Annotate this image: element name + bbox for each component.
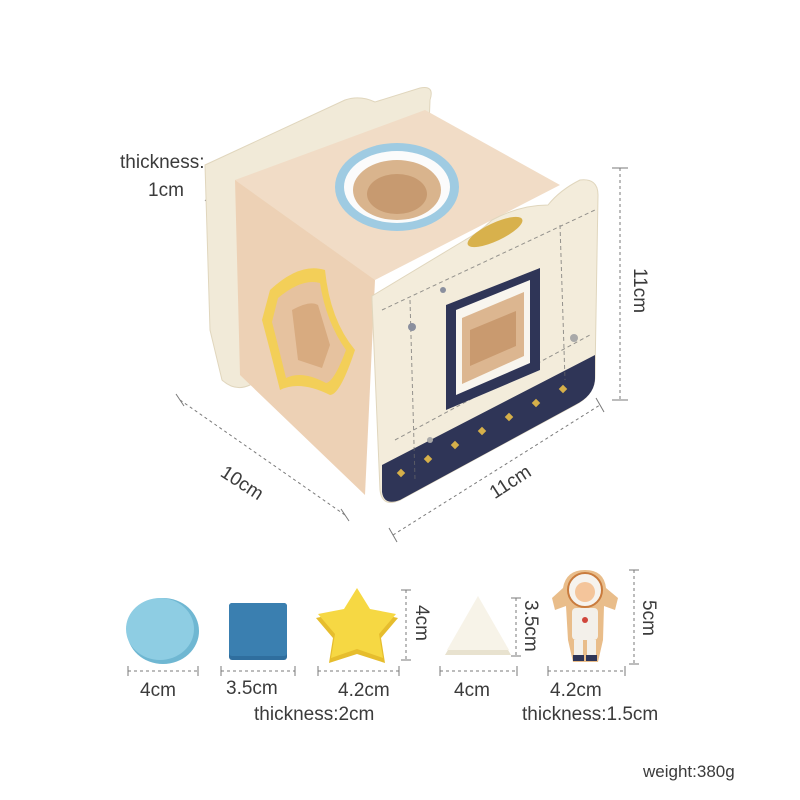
thickness-label: thickness: [120, 152, 205, 173]
circle-size-label: 4cm [140, 680, 176, 701]
square-size-label: 3.5cm [226, 678, 278, 699]
thickness-value: 1cm [148, 180, 184, 201]
astronaut-thickness-label: thickness:1.5cm [522, 704, 659, 725]
star-height-label: 4cm [411, 605, 432, 641]
triangle-size-label: 4cm [454, 680, 490, 701]
triangle-height-label: 3.5cm [520, 600, 541, 652]
astronaut-size-label: 4.2cm [550, 680, 602, 701]
star-size-label: 4.2cm [338, 680, 390, 701]
weight-label: weight:380g [643, 762, 735, 781]
shapes-thickness-label: thickness:2cm [254, 704, 375, 725]
astronaut-height-label: 5cm [638, 600, 659, 636]
